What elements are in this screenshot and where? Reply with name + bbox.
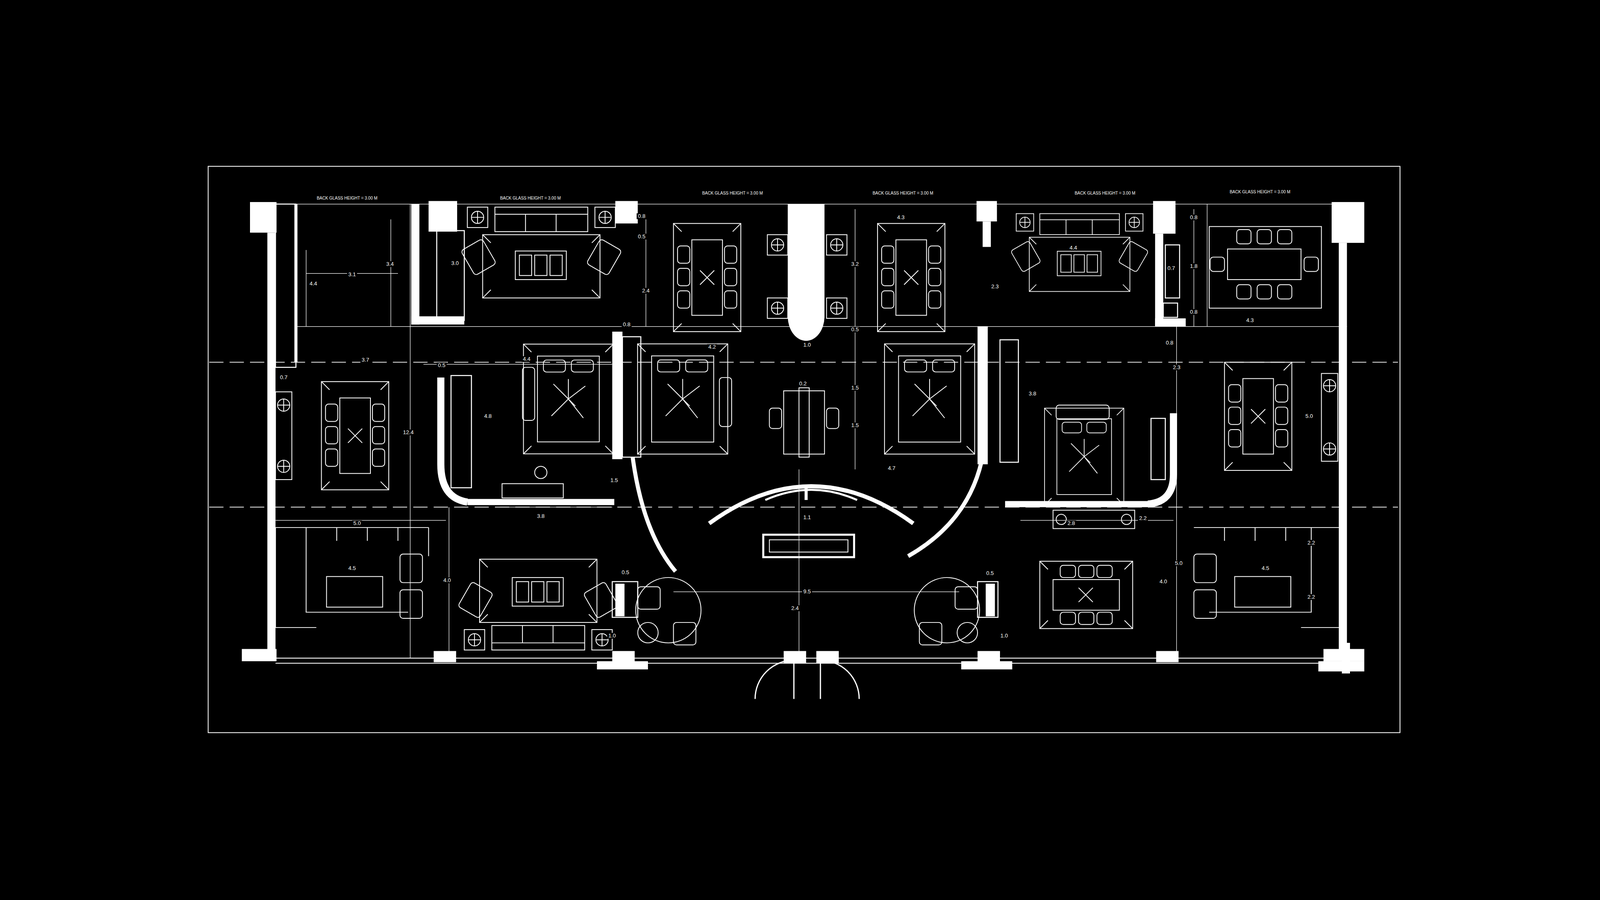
dimension-label: 0.5 (985, 570, 995, 577)
dimension-label: 4.0 (442, 577, 453, 584)
dimension-label: 5.0 (1173, 560, 1184, 567)
dimension-label: 1.8 (1188, 263, 1199, 270)
dimension-label: 0.7 (278, 374, 289, 381)
dimension-label: 1.0 (802, 342, 813, 348)
walls (241, 200, 1365, 674)
dimension-label: 4.4 (1068, 245, 1079, 251)
glass-height-note: BACK GLASS HEIGHT = 3.00 M (871, 190, 935, 196)
dimension-label: 4.2 (707, 344, 718, 350)
dimension-label: 5.0 (352, 520, 363, 527)
dimension-label: 4.4 (521, 356, 532, 363)
dimension-label: 2.4 (640, 287, 651, 294)
dimension-label: 5.0 (1304, 413, 1315, 420)
dimension-label: 3.8 (535, 513, 546, 520)
dimension-label: 0.7 (1166, 265, 1177, 272)
dimension-label: 4.3 (1245, 317, 1255, 324)
dimension-label: 1.5 (850, 385, 860, 391)
dimension-label: 0.8 (1164, 340, 1175, 346)
dimension-label: 0.5 (850, 326, 860, 333)
glass-height-note: BACK GLASS HEIGHT = 3.00 M (700, 190, 765, 196)
dimension-label: 4.4 (308, 280, 319, 287)
dimension-label: 0.8 (636, 213, 647, 220)
dimension-label: 1.1 (802, 514, 813, 521)
dimension-label: 0.8 (1188, 214, 1199, 221)
glass-height-note: BACK GLASS HEIGHT = 3.00 M (315, 195, 379, 201)
dimension-label: 2.3 (990, 283, 1000, 290)
dimension-label: 2.2 (1306, 594, 1317, 600)
dimension-label: 3.8 (1027, 390, 1038, 397)
glass-height-note: BACK GLASS HEIGHT = 3.00 M (1228, 189, 1292, 195)
dimension-label: 3.1 (347, 271, 358, 278)
dimension-label: 2.8 (1066, 520, 1077, 527)
dimension-lines (273, 204, 1347, 659)
dimension-label: 0.2 (797, 380, 808, 387)
dimension-label: 3.0 (450, 260, 460, 267)
dimension-label: 2.3 (1171, 364, 1182, 371)
dimension-label: 1.0 (999, 632, 1010, 639)
dimension-label: 2.4 (790, 605, 800, 612)
dimension-label: 4.5 (1260, 565, 1271, 572)
dimension-label: 1.5 (850, 422, 860, 429)
plan-frame (208, 166, 1400, 733)
glass-height-note: BACK GLASS HEIGHT = 3.00 M (498, 195, 563, 201)
dimension-label: 2.2 (1137, 515, 1148, 522)
dimension-label: 0.5 (620, 569, 631, 576)
dimension-label: 0.8 (1188, 309, 1199, 315)
dimension-label: 0.8 (621, 321, 632, 328)
dimension-label: 1.5 (609, 477, 620, 484)
dimension-label: 4.5 (347, 565, 358, 572)
dimension-label: 4.7 (886, 465, 897, 472)
dimension-label: 4.3 (895, 214, 906, 221)
dimension-label: 3.4 (385, 261, 395, 268)
glass-and-partitions (275, 204, 1342, 700)
dimension-label: 4.0 (1158, 578, 1169, 585)
dimension-label: 0.5 (436, 362, 447, 369)
dimension-label: 0.5 (636, 233, 647, 240)
dimension-label: 3.2 (850, 261, 860, 268)
dimension-label: 1.0 (607, 632, 618, 639)
furniture (275, 207, 1342, 650)
dimension-label: 9.5 (802, 588, 813, 595)
dimension-label: 12.4 (401, 429, 415, 436)
dimension-label: 4.8 (482, 413, 493, 420)
dimension-label: 2.2 (1306, 540, 1317, 546)
glass-height-note: BACK GLASS HEIGHT = 3.00 M (1073, 190, 1137, 196)
dimension-label: 3.7 (360, 357, 371, 363)
